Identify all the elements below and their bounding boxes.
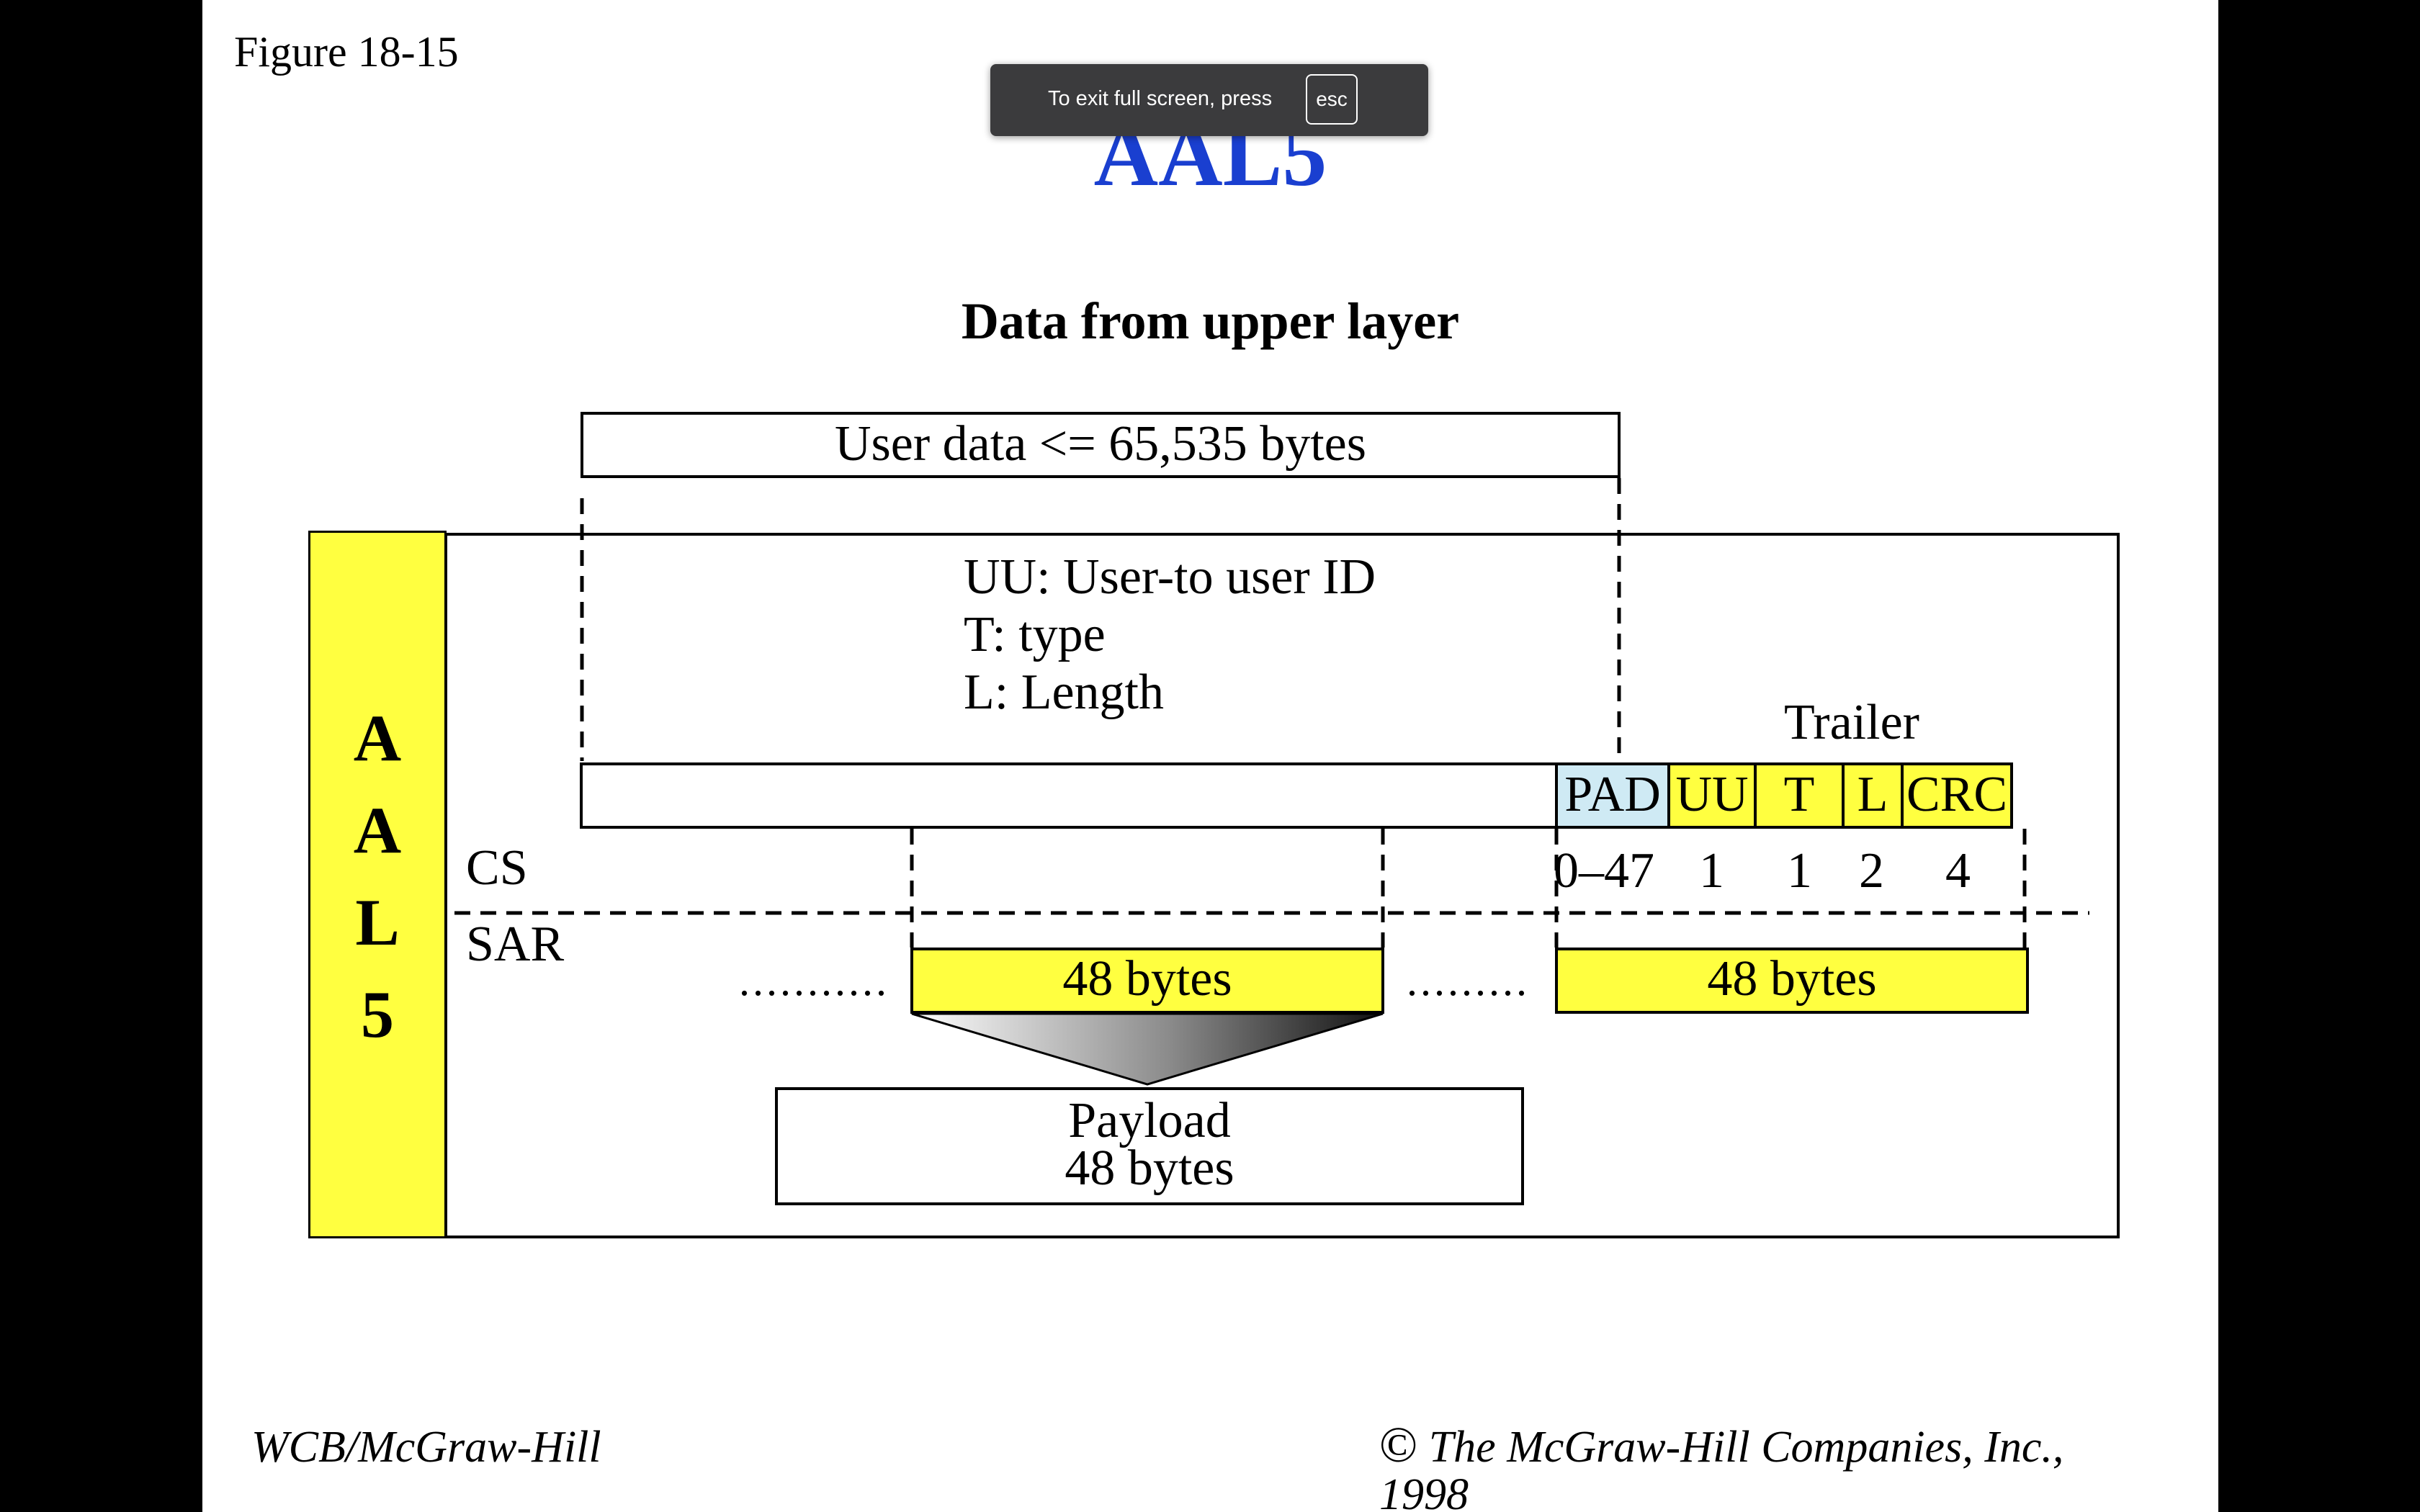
- trailer-label: Trailer: [1784, 695, 1919, 750]
- copyright-year: 1998: [1379, 1470, 1469, 1512]
- funnel-shape: [911, 1012, 1384, 1086]
- slide-subtitle: Data from upper layer: [961, 292, 1460, 350]
- legend-item: UU: User-to user ID: [964, 549, 1376, 605]
- field-size: 1: [1699, 843, 1724, 899]
- sidebar-letter: A: [353, 793, 402, 867]
- field-l: L: [1842, 762, 1904, 829]
- user-data-box: User data <= 65,535 bytes: [581, 412, 1621, 478]
- esc-key-badge[interactable]: esc: [1306, 74, 1358, 125]
- field-size: 0–47: [1554, 843, 1654, 899]
- cs-label: CS: [466, 840, 528, 896]
- toast-message: To exit full screen, press: [1048, 87, 1273, 110]
- diagram-lines: [454, 478, 2089, 1195]
- footer-publisher: WCB/McGraw-Hill: [251, 1423, 601, 1472]
- sar-cell: 48 bytes: [910, 948, 1384, 1014]
- sar-label: SAR: [466, 917, 565, 972]
- dots: .........: [1407, 957, 1530, 1004]
- payload-label: Payload: [1068, 1093, 1231, 1148]
- legend: UU: User-to user ID T: type L: Length: [964, 549, 1376, 721]
- field-t: T: [1754, 762, 1845, 829]
- dots: ...........: [739, 957, 889, 1004]
- payload-size: 48 bytes: [1065, 1140, 1234, 1196]
- aal5-sidebar: A A L 5: [308, 531, 447, 1238]
- field-pad: PAD: [1555, 762, 1670, 829]
- sidebar-letter: 5: [361, 978, 394, 1051]
- field-size: 2: [1859, 843, 1884, 899]
- legend-item: T: type: [964, 607, 1106, 662]
- sidebar-letter: A: [353, 701, 402, 775]
- slide: Figure 18-15 AAL5 Data from upper layer …: [202, 0, 2218, 1512]
- sar-cell-last: 48 bytes: [1555, 948, 2029, 1014]
- field-uu: UU: [1667, 762, 1757, 829]
- sidebar-letter: L: [355, 886, 400, 959]
- field-size: 4: [1945, 843, 1971, 899]
- field-size: 1: [1787, 843, 1812, 899]
- fullscreen-toast: To exit full screen, press esc: [990, 64, 1428, 136]
- copyright-text: The McGraw-Hill Companies, Inc.,: [1428, 1423, 2064, 1472]
- field-crc: CRC: [1901, 762, 2013, 829]
- footer-copyright: © The McGraw-Hill Companies, Inc., 1998: [1379, 1421, 2200, 1512]
- figure-label: Figure 18-15: [234, 28, 459, 76]
- legend-item: L: Length: [964, 665, 1164, 720]
- payload-box: Payload 48 bytes: [775, 1087, 1524, 1205]
- copyright-icon: ©: [1379, 1418, 1418, 1473]
